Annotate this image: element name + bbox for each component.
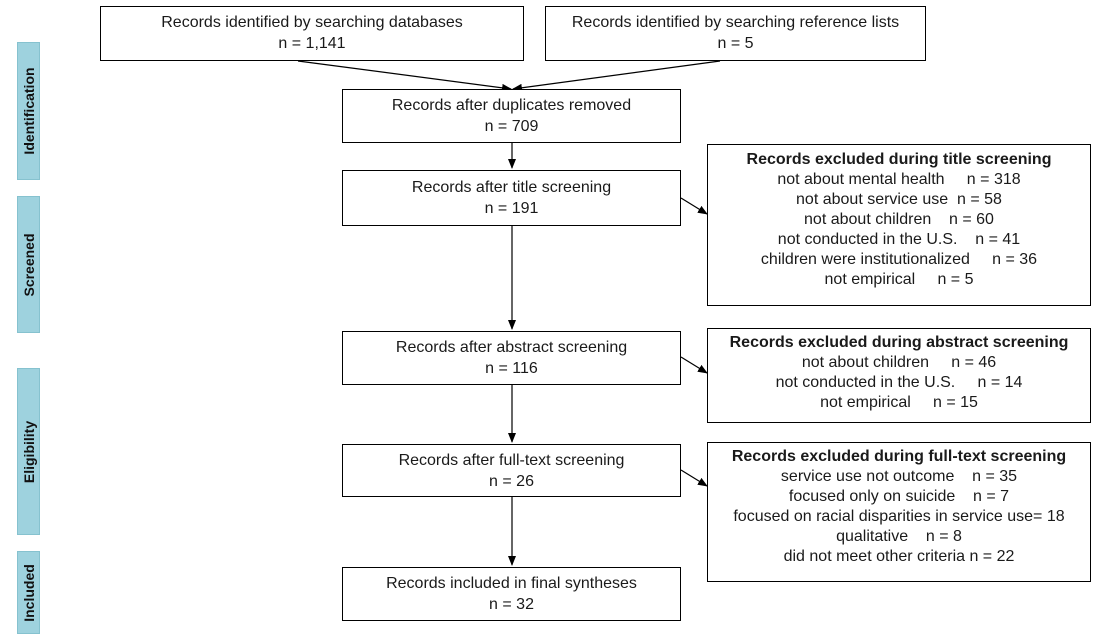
box-label: Records after full-text screening (398, 452, 625, 469)
box-abstract-exclusions: Records excluded during abstract screeni… (707, 328, 1091, 423)
exclusion-item: children were institutionalized n = 36 (760, 251, 1038, 268)
exclusion-item: focused only on suicide n = 7 (788, 488, 1010, 505)
box-reference-lists: Records identified by searching referenc… (545, 6, 926, 61)
exclusion-heading: Records excluded during abstract screeni… (729, 334, 1069, 351)
box-label: Records identified by searching referenc… (571, 14, 900, 31)
box-count: n = 709 (484, 118, 539, 135)
exclusion-item: not empirical n = 5 (824, 271, 974, 288)
arrow-fulltext-to-exclusion (680, 469, 708, 487)
stage-included: Included (17, 551, 40, 634)
box-label: Records identified by searching database… (161, 14, 463, 31)
exclusion-item: not conducted in the U.S. n = 41 (777, 231, 1021, 248)
box-count: n = 1,141 (278, 35, 346, 52)
exclusion-item: not conducted in the U.S. n = 14 (775, 374, 1023, 391)
box-label: Records after duplicates removed (391, 97, 632, 114)
exclusion-item: not about service use n = 58 (796, 191, 1002, 208)
box-count: n = 191 (484, 200, 539, 217)
box-title-screening: Records after title screening n = 191 (342, 170, 681, 226)
exclusion-heading: Records excluded during title screening (746, 151, 1052, 168)
box-abstract-screening: Records after abstract screening n = 116 (342, 331, 681, 385)
exclusion-item: focused on racial disparities in service… (733, 508, 1065, 525)
arrow-abstract-to-exclusion (680, 356, 708, 374)
arrow-databases-to-duplicates (297, 60, 512, 92)
arrow-references-to-duplicates (512, 60, 721, 92)
stage-identification: Identification (17, 42, 40, 180)
box-included: Records included in final syntheses n = … (342, 567, 681, 621)
arrow-title-to-exclusion (680, 197, 708, 215)
box-count: n = 116 (485, 360, 538, 377)
stage-screened: Screened (17, 196, 40, 333)
exclusion-item: qualitative n = 8 (836, 528, 962, 545)
exclusion-item: not about children n = 46 (801, 354, 997, 371)
exclusion-item: did not meet other criteria n = 22 (783, 548, 1015, 565)
box-fulltext-screening: Records after full-text screening n = 26 (342, 444, 681, 497)
box-fulltext-exclusions: Records excluded during full-text screen… (707, 442, 1091, 582)
exclusion-item: not about children n = 60 (804, 211, 994, 228)
box-label: Records after title screening (411, 179, 612, 196)
exclusion-item: service use not outcome n = 35 (780, 468, 1018, 485)
box-label: Records included in final syntheses (386, 575, 637, 592)
exclusion-item: not empirical n = 15 (820, 394, 978, 411)
stage-eligibility: Eligibility (17, 368, 40, 535)
exclusion-item: not about mental health n = 318 (777, 171, 1021, 188)
exclusion-heading: Records excluded during full-text screen… (731, 448, 1067, 465)
box-count: n = 32 (489, 596, 534, 613)
box-databases: Records identified by searching database… (100, 6, 524, 61)
box-duplicates-removed: Records after duplicates removed n = 709 (342, 89, 681, 143)
box-count: n = 26 (489, 473, 534, 490)
box-label: Records after abstract screening (395, 339, 628, 356)
box-count: n = 5 (717, 35, 754, 52)
box-title-exclusions: Records excluded during title screening … (707, 144, 1091, 306)
